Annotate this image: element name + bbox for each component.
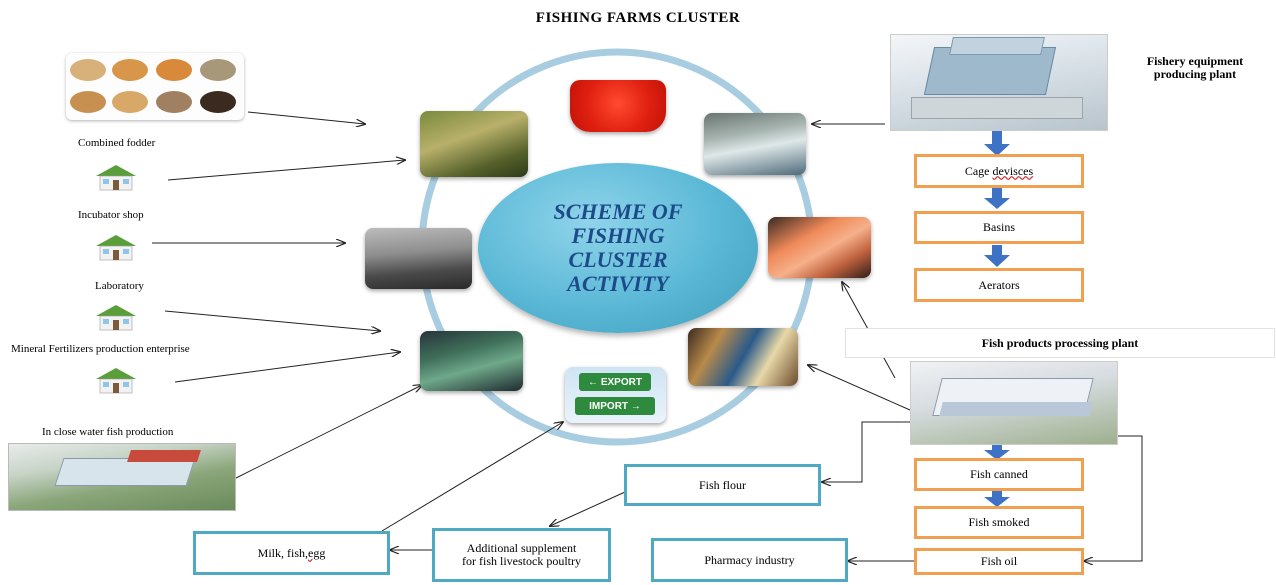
milk-egg: egg <box>308 545 326 560</box>
fodder-samples-image <box>66 53 244 120</box>
box-basins: Basins <box>914 211 1084 244</box>
center-circle: SCHEME OF FISHING CLUSTER ACTIVITY <box>478 163 758 333</box>
center-line-4: ACTIVITY <box>567 271 669 296</box>
label-incubator-shop: Incubator shop <box>78 209 144 221</box>
down-arrow-basins-to-aerators <box>984 245 1010 267</box>
additional-line-1: Additional supplement <box>466 541 577 555</box>
box-fish-canned: Fish canned <box>914 458 1084 491</box>
canned-fish-image <box>688 328 798 386</box>
box-processing-plant: Fish products processing plant <box>845 328 1275 358</box>
label-equipment-plant: Fishery equipment producing plant <box>1130 55 1260 81</box>
arrow-processing-to-cans <box>808 365 911 411</box>
arrow-processing-to-fish-flour <box>822 421 912 482</box>
box-cage-devices: Cage devisces <box>914 154 1084 188</box>
equipment-plant-image <box>890 34 1108 131</box>
center-line-3: CLUSTER <box>568 247 668 272</box>
salmon-image <box>768 217 871 278</box>
additional-line-2: for fish livestock poultry <box>462 554 581 568</box>
box-fish-smoked: Fish smoked <box>914 506 1084 539</box>
arrow-mineral <box>174 352 400 383</box>
arrow-processing-to-fish-oil <box>1084 435 1143 561</box>
down-arrow-canned-to-smoked <box>984 491 1010 507</box>
caviar-image <box>570 80 666 132</box>
box-fish-oil: Fish oil <box>914 548 1084 575</box>
processing-plant-image <box>910 361 1118 445</box>
down-arrows <box>984 130 1010 507</box>
box-fish-flour: Fish flour <box>624 464 821 506</box>
cage-word-1: Cage <box>964 163 990 178</box>
center-line-1: SCHEME OF <box>553 199 683 224</box>
arrow-flour-to-additional <box>550 491 626 526</box>
down-arrow-cage-to-basins <box>984 188 1010 209</box>
cage-word-2: devisces <box>992 163 1034 178</box>
down-arrow-plant-to-cage <box>984 130 1010 156</box>
hatchery-image <box>365 228 472 289</box>
box-pharmacy-industry: Pharmacy industry <box>651 538 848 582</box>
center-line-2: FISHING <box>571 223 665 248</box>
box-additional-supplement: Additional supplement for fish livestock… <box>432 528 611 582</box>
arrow-laboratory <box>164 310 380 331</box>
import-sign: IMPORT → <box>575 397 655 415</box>
label-laboratory: Laboratory <box>95 280 144 292</box>
export-label: EXPORT <box>600 376 642 388</box>
house-icon <box>96 368 136 394</box>
import-label: IMPORT <box>589 400 629 412</box>
fish-pools-image <box>704 113 806 175</box>
down-arrow-processing-to-canned <box>984 443 1010 460</box>
label-mineral-fertilizers: Mineral Fertilizers production enterpris… <box>11 343 190 355</box>
milk-prefix: Milk, fish, <box>257 545 308 560</box>
house-icon <box>96 165 136 191</box>
house-icon <box>96 235 136 261</box>
box-aerators: Aerators <box>914 268 1084 302</box>
tanks-image <box>420 331 523 391</box>
equipment-plant-line-1: Fishery equipment <box>1146 54 1244 68</box>
equipment-plant-line-2: producing plant <box>1153 67 1237 81</box>
export-import-image: ← EXPORT IMPORT → <box>565 367 666 423</box>
house-icon <box>96 305 136 331</box>
close-water-farm-image <box>8 443 236 511</box>
fish-image <box>420 111 528 177</box>
arrow-close-water <box>231 385 422 481</box>
page-title: FISHING FARMS CLUSTER <box>535 10 741 26</box>
arrow-combined-fodder <box>167 160 405 181</box>
box-milk-fish-egg: Milk, fish,egg <box>193 531 390 575</box>
label-combined-fodder: Combined fodder <box>78 137 156 149</box>
arrow-fodder-to-ring <box>247 111 365 124</box>
export-sign: ← EXPORT <box>579 373 651 391</box>
label-close-water: In close water fish production <box>42 426 174 438</box>
arrow-milk-to-export <box>381 422 563 532</box>
